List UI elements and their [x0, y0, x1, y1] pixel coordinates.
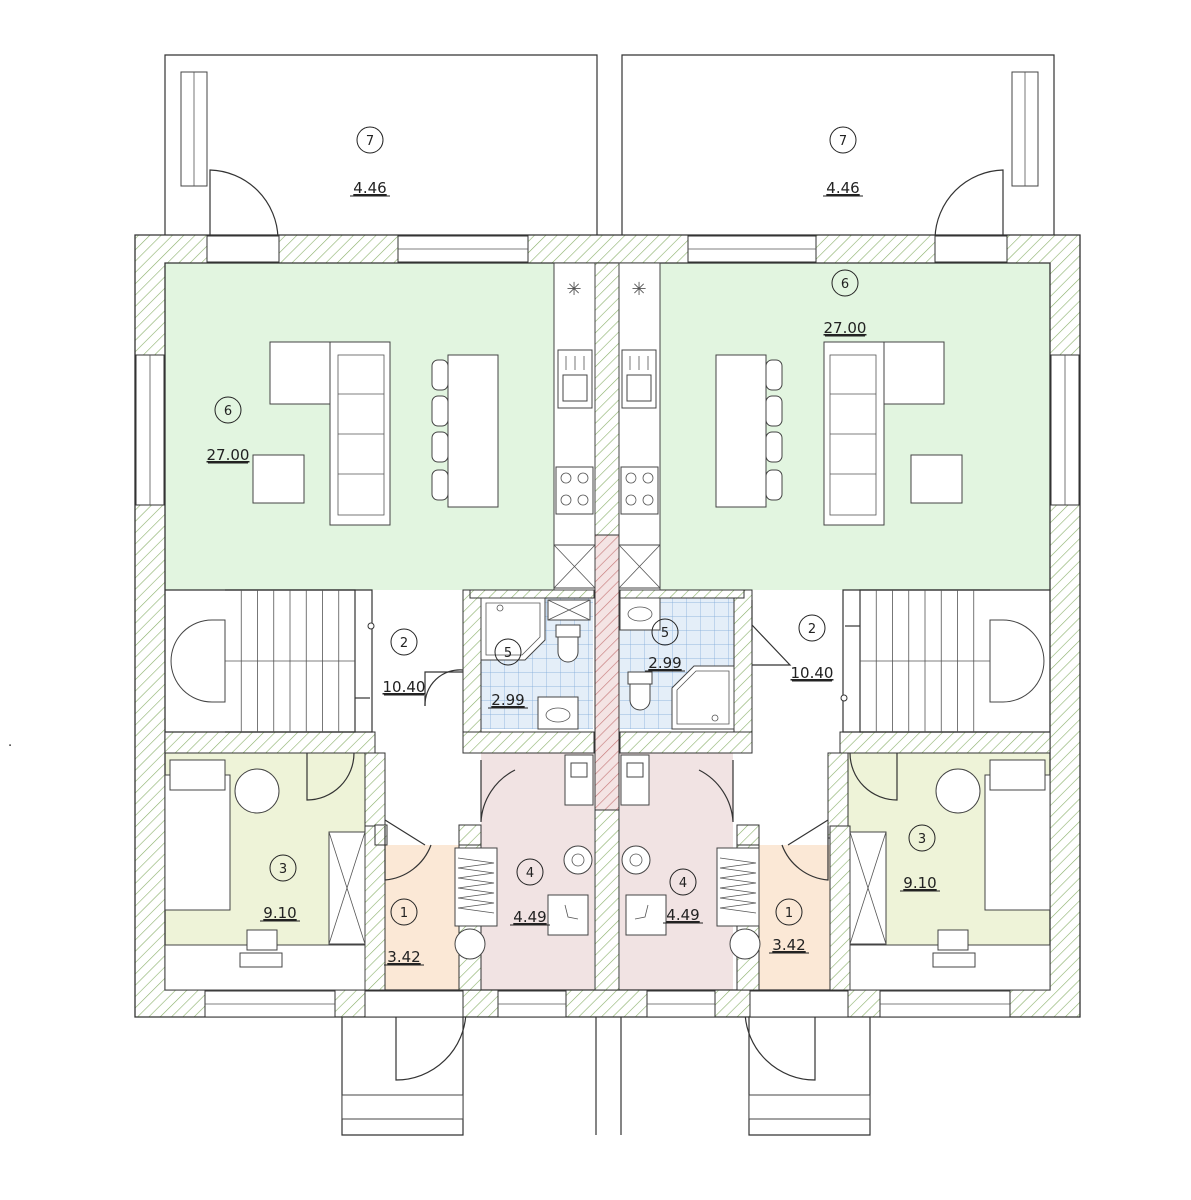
stairs-left: [165, 589, 375, 733]
door-swings: [306, 752, 898, 881]
room-number: 6: [224, 404, 232, 419]
living-furniture-left: [252, 341, 499, 526]
room-number: 5: [661, 626, 669, 641]
room-number: 3: [279, 862, 287, 877]
room-number-circle: [214, 396, 242, 424]
room-label-bedroom-left: 39.10: [260, 854, 300, 922]
room-number: 1: [400, 906, 408, 921]
room-area: 3.42: [772, 936, 805, 954]
stairs-right: [840, 589, 1050, 733]
room-area: 4.46: [826, 179, 859, 197]
fan-icon: ✳: [631, 279, 646, 300]
room-label-terrace-left: 74.46: [350, 126, 390, 197]
svg-text:.: .: [8, 735, 12, 750]
room-labels: 74.4674.46627.00627.00210.40210.4052.995…: [207, 126, 940, 966]
porch-center: [595, 1010, 622, 1135]
room-label-wc-left: 44.49: [510, 858, 550, 926]
room-number: 3: [918, 832, 926, 847]
room-number: 7: [839, 134, 847, 149]
kitchen-right: ✳: [618, 262, 661, 591]
room-number: 6: [841, 277, 849, 292]
room-area: 4.49: [513, 908, 546, 926]
room-area: 4.49: [666, 906, 699, 924]
room-number-circle: [494, 638, 522, 666]
room-number-circle: [669, 868, 697, 896]
room-area: 9.10: [903, 874, 936, 892]
room-number: 1: [785, 906, 793, 921]
room-number-circle: [831, 269, 859, 297]
room-label-entry-left: 13.42: [384, 898, 424, 966]
room-label-living-right: 627.00: [824, 269, 867, 337]
room-area: 4.46: [353, 179, 386, 197]
room-number-circle: [269, 854, 297, 882]
room-area: 10.40: [383, 678, 426, 696]
toilet-fixtures: [547, 754, 667, 936]
porch-right: [744, 1010, 871, 1136]
entrance-fixtures: [454, 847, 761, 960]
room-label-bath-left: 52.99: [488, 638, 528, 709]
room-number-circle: [908, 824, 936, 852]
terrace-right: [621, 54, 1055, 240]
room-area: 9.10: [263, 904, 296, 922]
room-number-circle: [516, 858, 544, 886]
room-label-terrace-right: 74.46: [823, 126, 863, 197]
room-label-living-left: 627.00: [207, 396, 250, 464]
porch-left: [341, 1010, 467, 1136]
bathroom-fixtures-right: [619, 597, 792, 730]
room-number: 2: [400, 636, 408, 651]
room-number: 7: [366, 134, 374, 149]
room-area: 10.40: [791, 664, 834, 682]
room-label-bedroom-right: 39.10: [900, 824, 940, 892]
room-label-hall-left: 210.40: [383, 628, 426, 696]
room-area: 2.99: [491, 691, 524, 709]
room-label-entry-right: 13.42: [769, 898, 809, 954]
party-wall: [594, 262, 620, 991]
room-number-circle: [829, 126, 857, 154]
terrace-left: [164, 54, 598, 240]
entrance-right-fill: [759, 845, 838, 990]
entrance-left-fill: [385, 845, 459, 990]
room-area: 27.00: [824, 319, 867, 337]
room-label-wc-right: 44.49: [663, 868, 703, 924]
room-area: 27.00: [207, 446, 250, 464]
room-number-circle: [390, 898, 418, 926]
room-number-circle: [775, 898, 803, 926]
room-number-circle: [798, 614, 826, 642]
room-number: 5: [504, 646, 512, 661]
room-number-circle: [651, 618, 679, 646]
bedroom-furniture-right: [849, 759, 1051, 991]
room-area: 2.99: [648, 654, 681, 672]
living-furniture-right: [715, 341, 963, 526]
kitchen-left: ✳: [553, 262, 596, 591]
room-number: 4: [526, 866, 534, 881]
fan-icon: ✳: [566, 279, 581, 300]
room-number-circle: [390, 628, 418, 656]
bedroom-furniture-left: [164, 759, 366, 991]
room-number-circle: [356, 126, 384, 154]
room-label-bath-right: 52.99: [645, 618, 685, 672]
room-area: 3.42: [387, 948, 420, 966]
room-number: 4: [679, 876, 687, 891]
room-number: 2: [808, 622, 816, 637]
room-label-hall-right: 210.40: [791, 614, 834, 682]
